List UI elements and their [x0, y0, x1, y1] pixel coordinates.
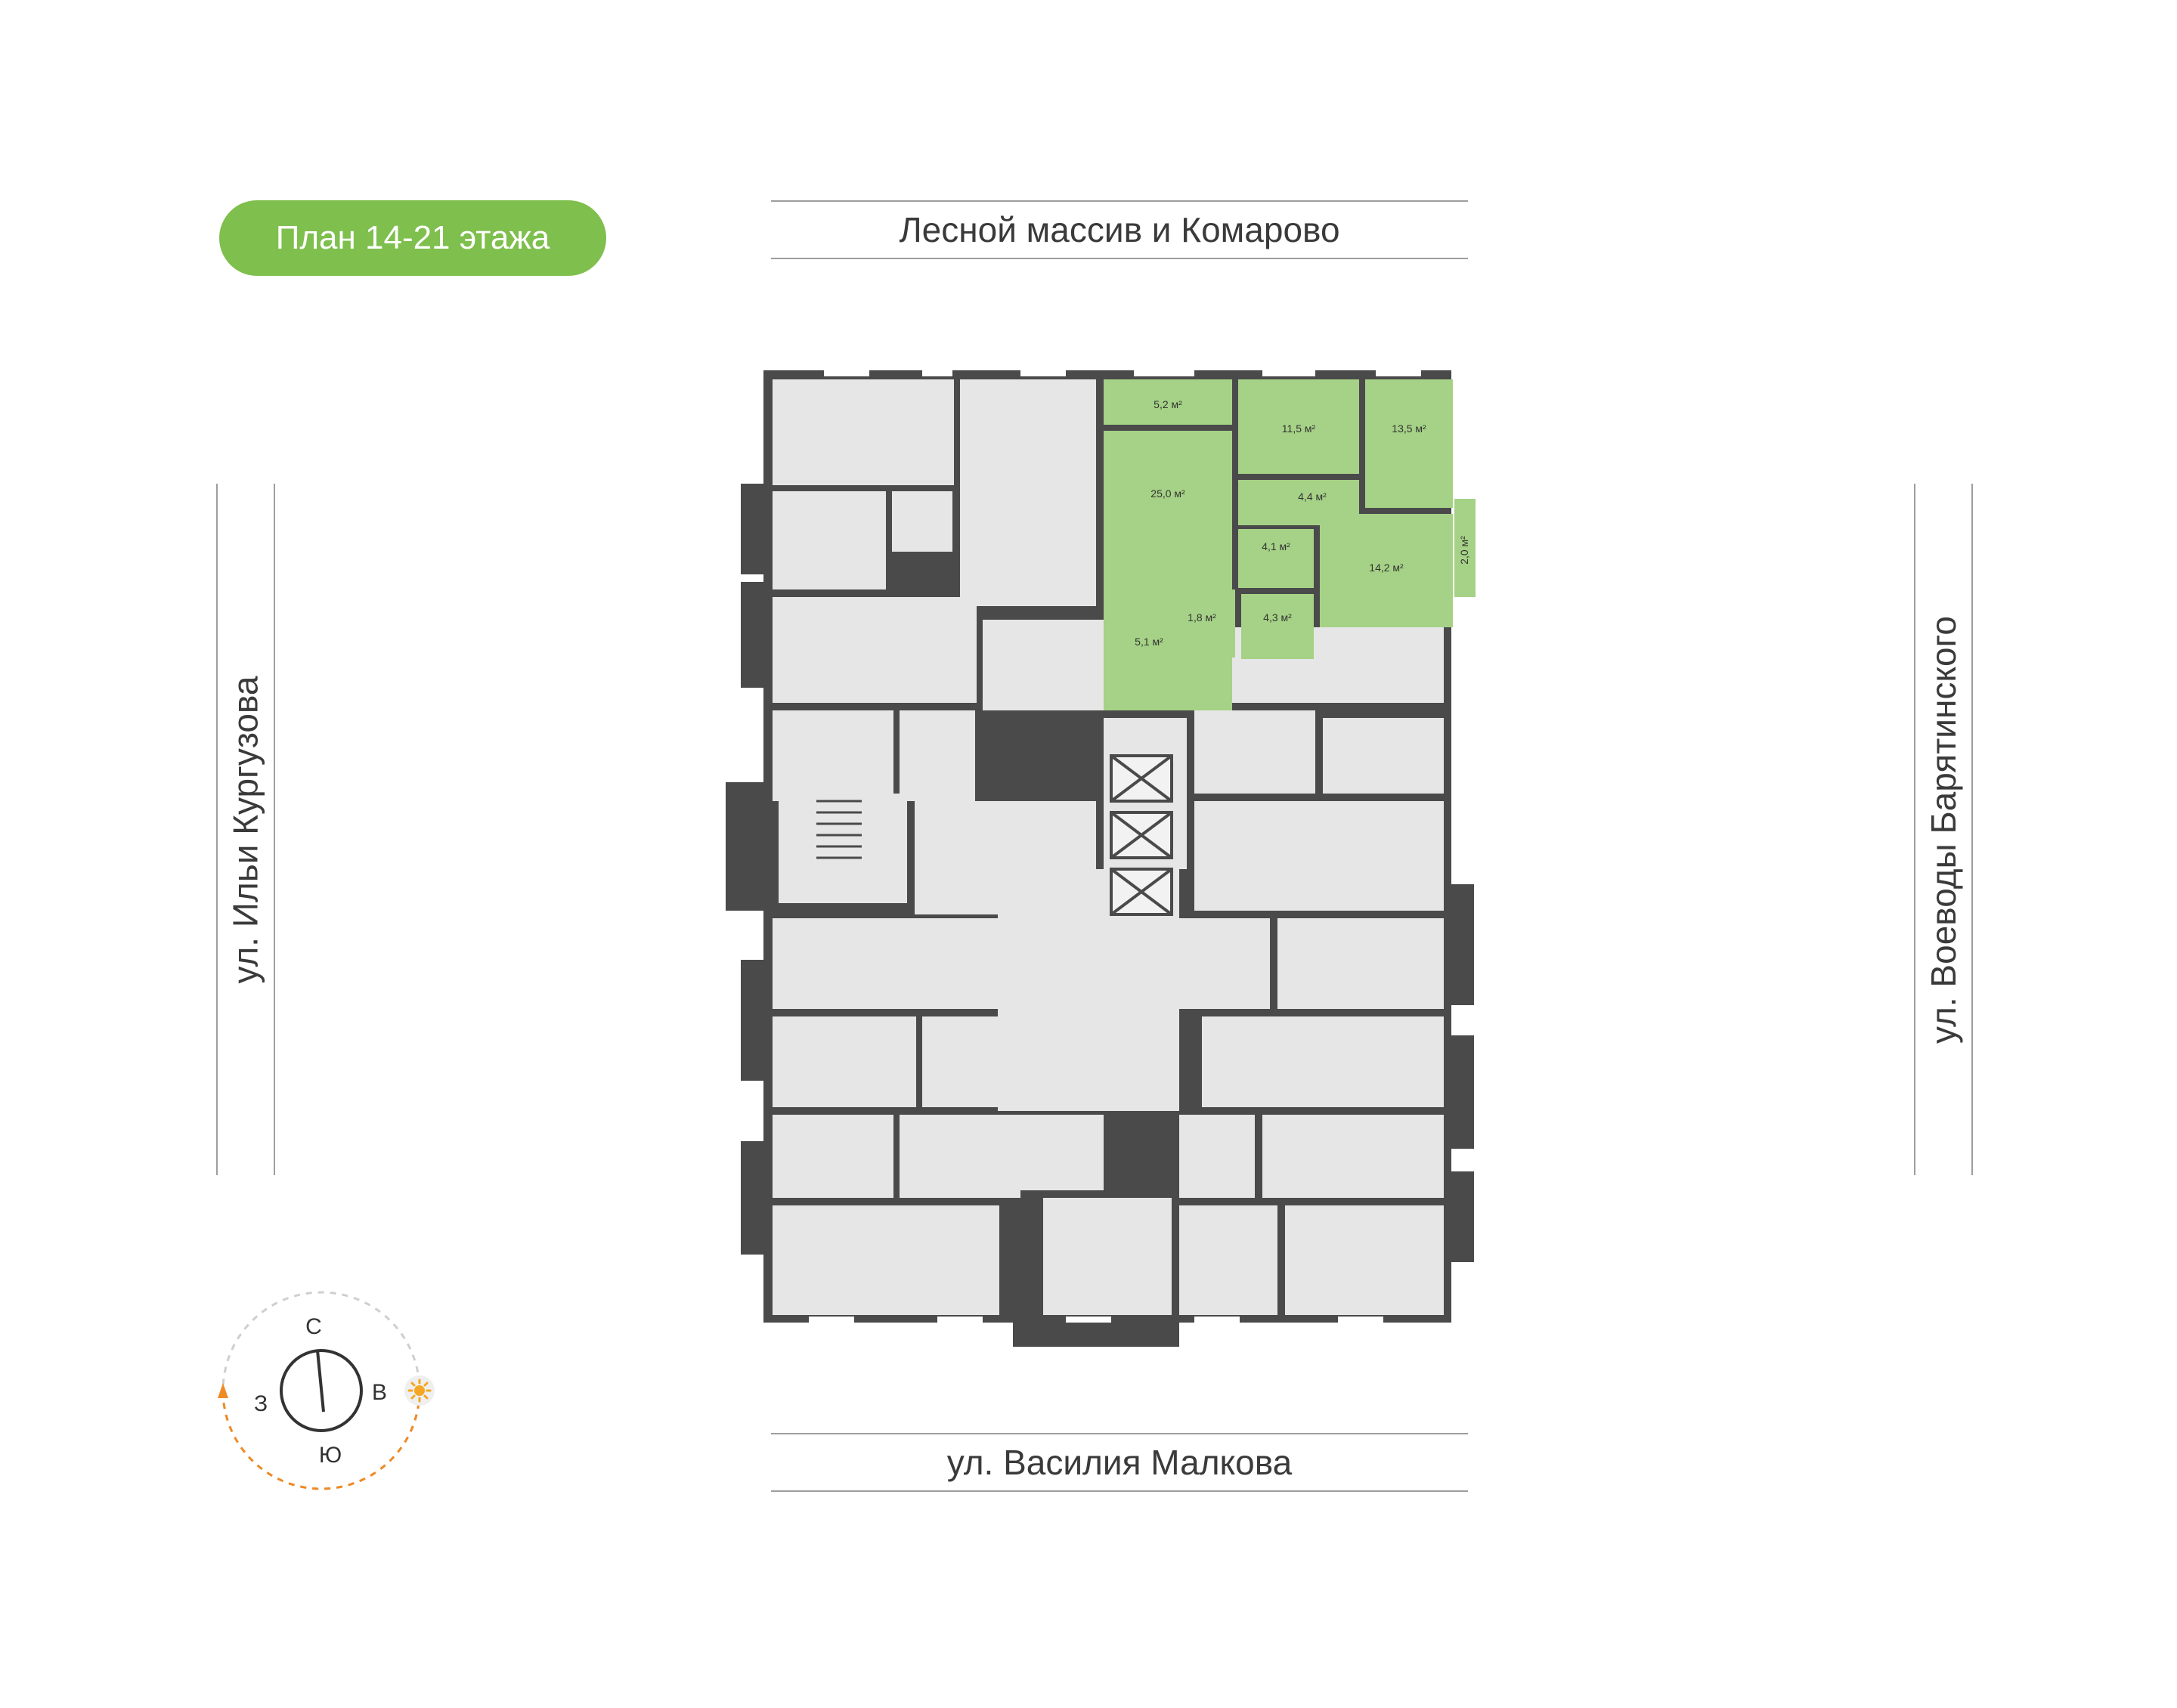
bay-w3: [741, 960, 765, 1081]
room-se2: [1179, 1205, 1277, 1315]
room-e4: [1277, 918, 1444, 1009]
room-nw4: [960, 379, 1096, 606]
compass-west: З: [254, 1391, 268, 1416]
area-label-hall-c: 5,1 м²: [1135, 636, 1163, 648]
hall-s: [1005, 1115, 1104, 1190]
bay-w4: [741, 1141, 765, 1255]
room-e6: [1194, 710, 1315, 794]
room-e7: [1323, 718, 1444, 794]
area-label-wc: 1,8 м²: [1188, 611, 1216, 623]
apt-room-c: [1320, 514, 1453, 627]
area-label-hall-b: 4,1 м²: [1262, 540, 1290, 552]
street-south-label: ул. Василия Малкова: [946, 1443, 1293, 1482]
compass-south: Ю: [319, 1443, 342, 1468]
room-se1: [1179, 1115, 1255, 1198]
bay-w1: [741, 484, 765, 574]
street-west: ул. Ильи Кургузова: [216, 484, 275, 1175]
room-e1: [1262, 1115, 1444, 1198]
apt-balcony-top: [1104, 379, 1232, 425]
apt-room-a: [1238, 379, 1359, 474]
room-sw3: [773, 1205, 999, 1315]
area-label-room-c: 14,2 м²: [1369, 562, 1404, 574]
stair-landing: [779, 794, 907, 903]
room-w3: [900, 710, 975, 801]
room-nw3: [892, 491, 952, 552]
stair-bay: [726, 782, 771, 911]
street-north-label: Лесной массив и Комарово: [899, 210, 1340, 249]
floor-plan: 5,2 м² 11,5 м² 13,5 м² 25,0 м² 4,4 м² 4,…: [726, 370, 1476, 1347]
apt-hall-c: [1104, 654, 1194, 710]
room-se3: [1285, 1205, 1444, 1315]
room-e5: [1194, 801, 1444, 911]
area-label-bath: 4,3 м²: [1263, 611, 1292, 623]
area-label-hall-a: 4,4 м²: [1298, 490, 1327, 503]
street-south: ул. Василия Малкова: [771, 1433, 1468, 1492]
room-w1: [773, 597, 977, 703]
area-label-balcony-side: 2,0 м²: [1458, 536, 1470, 565]
compass: С В Ю З: [218, 1291, 435, 1490]
room-s: [1043, 1198, 1172, 1315]
street-east-label: ул. Воеводы Барятинского: [1924, 615, 1963, 1044]
windows: [809, 370, 1421, 1323]
room-nw2: [773, 491, 886, 589]
area-labels: 5,2 м² 11,5 м² 13,5 м² 25,0 м² 4,4 м² 4,…: [1135, 398, 1470, 648]
street-west-label: ул. Ильи Кургузова: [226, 675, 266, 984]
bay-e1: [1450, 884, 1474, 1005]
street-north: Лесной массив и Комарово: [771, 200, 1468, 259]
street-east: ул. Воеводы Барятинского: [1914, 484, 1973, 1175]
area-label-balcony-top: 5,2 м²: [1154, 398, 1182, 410]
room-nw1: [773, 379, 954, 485]
apt-wc: [1202, 589, 1235, 658]
room-e2: [1202, 1016, 1444, 1107]
apt-bath: [1241, 594, 1314, 659]
apt-room-b: [1365, 379, 1453, 508]
compass-needle: [316, 1350, 325, 1413]
area-label-room-b: 13,5 м²: [1392, 422, 1426, 435]
room-w4: [773, 918, 999, 1009]
bay-w2: [741, 582, 765, 688]
floor-plan-badge-label: План 14-21 этажа: [275, 219, 550, 256]
sun-icon: [404, 1375, 435, 1406]
apt-balcony-side: [1454, 499, 1476, 597]
room-e3: [1179, 918, 1270, 1009]
apt-hall-b: [1238, 529, 1314, 588]
area-label-room-a: 11,5 м²: [1282, 422, 1316, 435]
lifts: [1110, 754, 1173, 916]
floor-plan-badge: План 14-21 этажа: [219, 200, 606, 276]
compass-north: С: [305, 1314, 322, 1339]
room-sw2: [900, 1115, 1020, 1198]
room-w5: [773, 1016, 916, 1107]
rooms: [773, 379, 1444, 1315]
area-label-living: 25,0 м²: [1150, 487, 1185, 500]
room-ne: [1194, 627, 1444, 703]
bay-e3: [1450, 1171, 1474, 1262]
highlighted-apartment: [1104, 379, 1476, 710]
room-w6: [922, 1016, 998, 1107]
bay-e2: [1450, 1035, 1474, 1149]
entrance-porch: [1013, 1309, 1179, 1347]
compass-east: В: [372, 1380, 387, 1405]
room-w2: [773, 710, 893, 801]
room-sw1: [773, 1115, 893, 1198]
sun-path-arrow-icon: [218, 1383, 228, 1398]
stairs: [816, 800, 862, 859]
